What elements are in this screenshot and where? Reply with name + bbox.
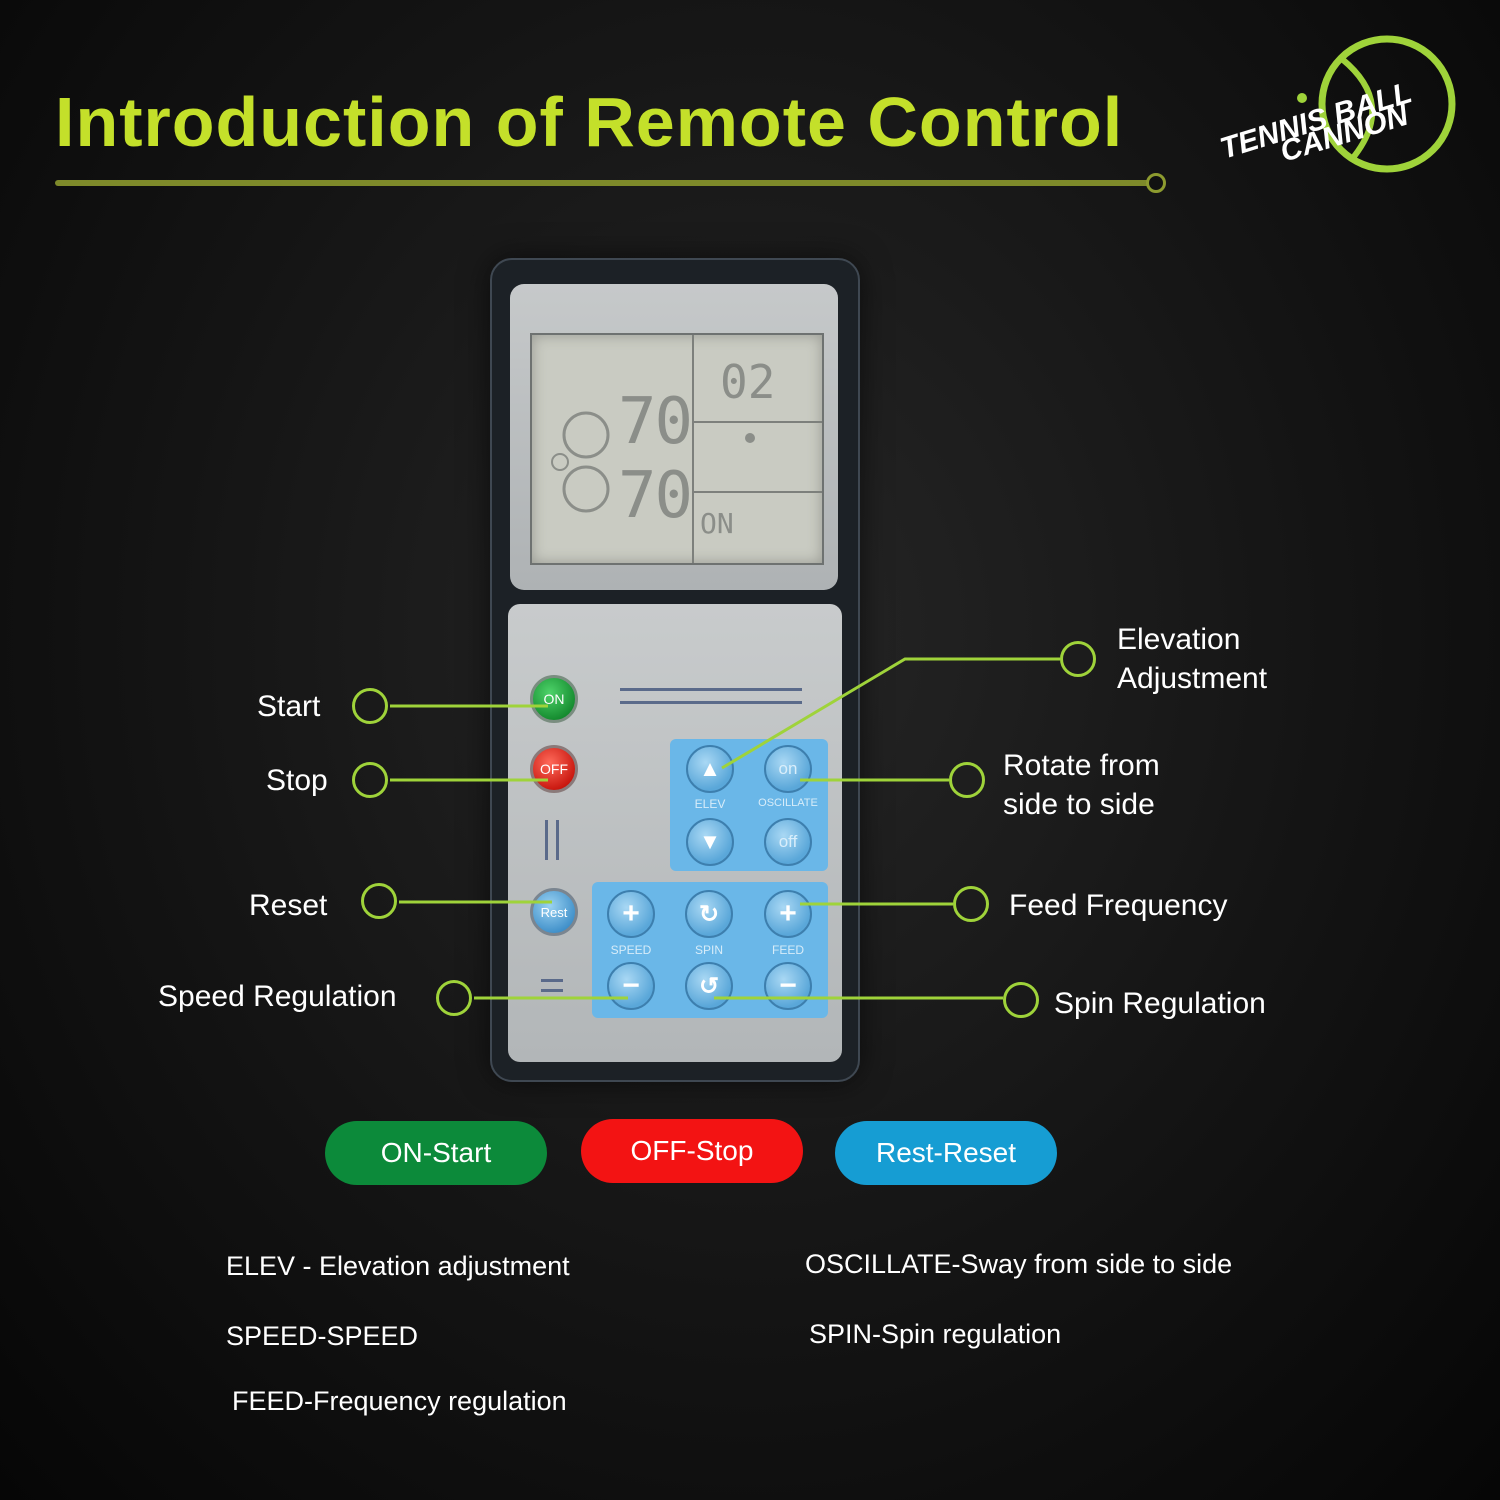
lcd-position-dot — [745, 433, 755, 443]
spin-top-button[interactable]: ↻ — [685, 890, 733, 938]
minus-icon: − — [622, 969, 640, 1002]
plus-icon: + — [779, 897, 797, 930]
callout-elevation-marker — [1060, 641, 1096, 677]
callout-spin-label: Spin Regulation — [1054, 987, 1266, 1020]
elev-down-button[interactable]: ▼ — [686, 818, 734, 866]
legend-feed: FEED-Frequency regulation — [232, 1386, 567, 1416]
callout-speed-marker — [436, 980, 472, 1016]
callout-spin-marker — [1003, 982, 1039, 1018]
oscillate-on-label: on — [778, 759, 798, 778]
callout-speed-label: Speed Regulation — [158, 980, 397, 1013]
callout-feed-label: Feed Frequency — [1009, 889, 1228, 922]
spin-counterclockwise-icon: ↺ — [698, 972, 720, 1000]
decor-line — [620, 688, 802, 691]
callout-elevation-label-line1: Elevation — [1117, 623, 1241, 656]
decor-line — [556, 820, 559, 860]
callout-rotate-marker — [949, 762, 985, 798]
lcd-count: 02 — [720, 355, 776, 409]
lcd-status: ON — [700, 507, 734, 540]
legend-elev: ELEV - Elevation adjustment — [226, 1251, 570, 1281]
oscillate-on-button[interactable]: on — [764, 745, 812, 793]
off-button[interactable]: OFF — [530, 745, 578, 793]
callout-rotate-label-line2: side to side — [1003, 788, 1155, 821]
callout-stop-marker — [352, 762, 388, 798]
decor-line — [620, 701, 802, 704]
legend-speed: SPEED-SPEED — [226, 1321, 419, 1351]
ball-spin-icon — [551, 411, 610, 513]
callout-rotate-label-line1: Rotate from — [1003, 749, 1160, 782]
tennis-ball-cannon-logo: TENNIS BALL CANNON — [1216, 35, 1456, 173]
callout-start-marker — [352, 688, 388, 724]
decor-line — [545, 820, 548, 860]
title-underline-end-dot — [1146, 173, 1166, 193]
oscillate-label: OSCILLATE — [758, 797, 818, 809]
plus-icon: + — [622, 897, 640, 930]
legend-oscillate: OSCILLATE-Sway from side to side — [805, 1249, 1233, 1279]
on-start-badge: ON-Start — [325, 1121, 547, 1185]
legend-spin: SPIN-Spin regulation — [809, 1319, 1062, 1349]
feed-label: FEED — [771, 943, 804, 957]
page-title: Introduction of Remote Control — [55, 83, 1124, 161]
callout-start-label: Start — [257, 690, 321, 723]
off-stop-badge: OFF-Stop — [581, 1119, 803, 1183]
callout-feed-marker — [953, 886, 989, 922]
callout-reset-label: Reset — [249, 889, 328, 922]
lcd-speed-top: 70 — [618, 385, 693, 459]
callout-elevation-label-line2: Adjustment — [1117, 662, 1268, 695]
speed-minus-button[interactable]: − — [607, 962, 655, 1010]
elev-label: ELEV — [694, 797, 726, 811]
arrow-up-icon: ▲ — [699, 756, 721, 781]
title-underline — [55, 180, 1151, 186]
reset-button[interactable]: Rest — [530, 888, 578, 936]
feed-plus-button[interactable]: + — [764, 890, 812, 938]
decor-line — [541, 989, 563, 992]
rest-reset-badge: Rest-Reset — [835, 1121, 1057, 1185]
arrow-down-icon: ▼ — [699, 829, 721, 854]
speed-plus-button[interactable]: + — [607, 890, 655, 938]
oscillate-off-label: off — [778, 832, 798, 851]
spin-label: SPIN — [694, 943, 723, 957]
on-button[interactable]: ON — [530, 675, 578, 723]
decor-line — [541, 979, 563, 982]
callout-stop-label: Stop — [266, 764, 328, 797]
spin-bottom-button[interactable]: ↺ — [685, 962, 733, 1010]
elev-up-button[interactable]: ▲ — [686, 745, 734, 793]
feed-minus-button[interactable]: − — [764, 962, 812, 1010]
lcd-speed-bottom: 70 — [618, 459, 693, 533]
callout-reset-marker — [361, 883, 397, 919]
oscillate-off-button[interactable]: off — [764, 818, 812, 866]
lcd-display: 70 70 02 ON — [530, 333, 824, 565]
spin-clockwise-icon: ↻ — [698, 900, 720, 928]
speed-label: SPEED — [610, 943, 652, 957]
minus-icon: − — [779, 969, 797, 1002]
